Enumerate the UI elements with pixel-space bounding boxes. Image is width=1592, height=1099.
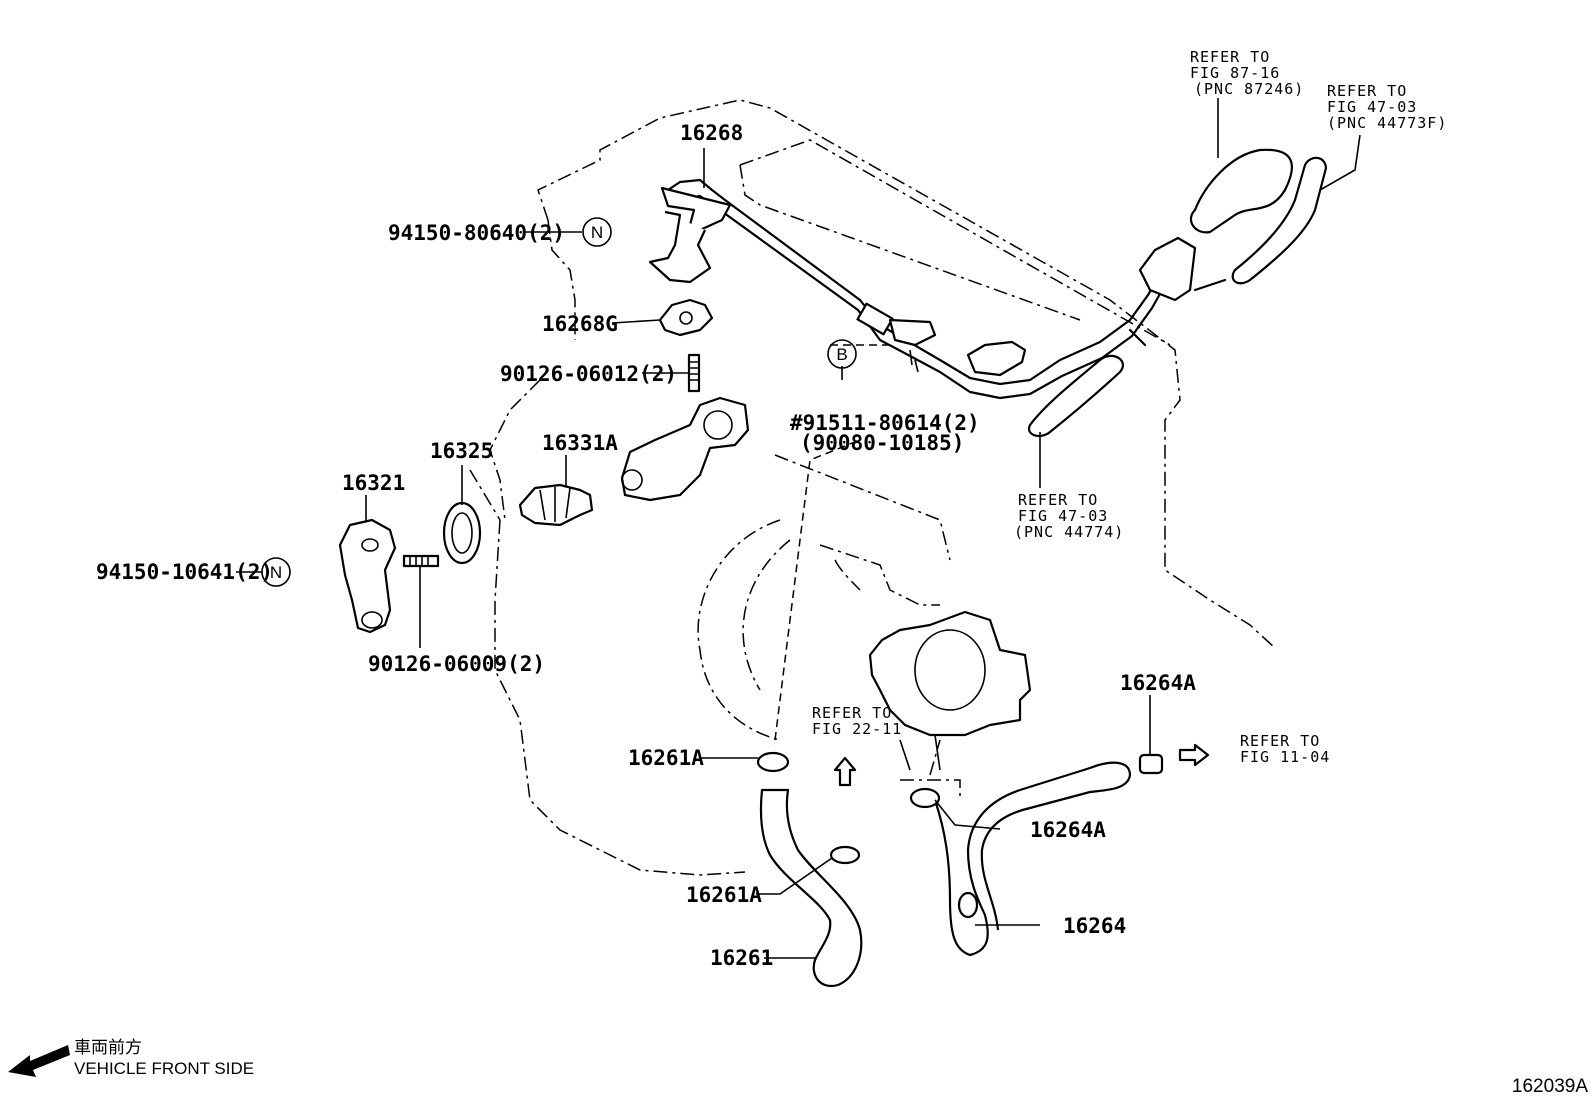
water-bypass-pipe[interactable] xyxy=(648,178,1227,400)
stud-bolt-lower[interactable] xyxy=(402,554,440,568)
hose-16261[interactable] xyxy=(759,788,863,988)
leader-lines xyxy=(236,98,1361,959)
svg-text:N: N xyxy=(591,223,603,242)
throttle-body xyxy=(868,610,1032,771)
svg-text:(PNC 44774): (PNC 44774) xyxy=(1014,523,1124,541)
svg-text:REFER TO: REFER TO xyxy=(1240,732,1320,750)
part-label-16261a-lower[interactable]: 16261A xyxy=(686,883,762,907)
part-label-16325[interactable]: 16325 xyxy=(430,439,493,463)
upper-hoses[interactable] xyxy=(1027,148,1328,438)
svg-text:FIG 11-04: FIG 11-04 xyxy=(1240,748,1330,766)
svg-text:REFER TO: REFER TO xyxy=(1018,491,1098,509)
clamp-16261a-upper[interactable] xyxy=(756,751,790,773)
svg-text:FIG 22-11: FIG 22-11 xyxy=(812,720,902,738)
arrow-up-icon xyxy=(833,756,857,787)
stud-bolt-upper[interactable] xyxy=(687,353,701,393)
engine-outline xyxy=(469,99,1276,876)
part-label-16331a[interactable]: 16331A xyxy=(542,431,618,455)
part-label-16261a-upper[interactable]: 16261A xyxy=(628,746,704,770)
part-label-90126-06009[interactable]: 90126-06009(2) xyxy=(368,652,545,676)
marker-n-upper: N xyxy=(582,217,612,247)
thermostat[interactable] xyxy=(518,483,594,527)
part-label-90126-06012[interactable]: 90126-06012(2) xyxy=(500,362,677,386)
ref-fig-47-03-b[interactable]: REFER TO FIG 47-03 (PNC 44774) xyxy=(1014,491,1124,541)
part-label-16264a-upper[interactable]: 16264A xyxy=(1120,671,1196,695)
svg-text:FIG 47-03: FIG 47-03 xyxy=(1018,507,1108,525)
marker-n-lower: N xyxy=(261,557,291,587)
clamp-16261a-lower[interactable] xyxy=(829,845,861,865)
thermostat-gasket[interactable] xyxy=(442,501,482,565)
part-label-90080-10185[interactable]: (90080-10185) xyxy=(800,431,964,455)
ref-fig-11-04[interactable]: REFER TO FIG 11-04 xyxy=(1240,732,1330,766)
clamp-16264a-right[interactable] xyxy=(1138,753,1164,775)
part-label-16264[interactable]: 16264 xyxy=(1063,914,1126,938)
svg-text:REFER TO: REFER TO xyxy=(812,704,892,722)
part-label-94150-10641[interactable]: 94150-10641(2) xyxy=(96,560,273,584)
gasket-16268g[interactable] xyxy=(658,298,714,337)
part-label-91511-80614[interactable]: #91511-80614(2) xyxy=(790,411,980,435)
arrow-left-icon xyxy=(8,1045,70,1077)
oil-filler-cap xyxy=(966,340,1027,377)
svg-text:(PNC 87246): (PNC 87246) xyxy=(1194,80,1304,98)
ref-fig-87-16[interactable]: REFER TO FIG 87-16 (PNC 87246) xyxy=(1190,48,1304,98)
water-inlet-housing[interactable] xyxy=(620,396,750,502)
figure-id: 162039A xyxy=(1512,1076,1588,1097)
water-outlet[interactable] xyxy=(338,518,397,634)
svg-text:FIG 47-03: FIG 47-03 xyxy=(1327,98,1417,116)
clamp-16264a-mid[interactable] xyxy=(909,787,941,809)
part-label-16261[interactable]: 16261 xyxy=(710,946,773,970)
vehicle-front-label-en: VEHICLE FRONT SIDE xyxy=(74,1059,254,1078)
ref-fig-22-11[interactable]: REFER TO FIG 22-11 xyxy=(812,704,902,738)
part-label-16264a-mid[interactable]: 16264A xyxy=(1030,818,1106,842)
arrow-right-icon xyxy=(1178,743,1210,767)
marker-b: B xyxy=(827,339,857,369)
ref-fig-47-03-a[interactable]: REFER TO FIG 47-03 (PNC 44773F) xyxy=(1327,82,1447,132)
svg-text:N: N xyxy=(270,563,282,582)
part-label-16321[interactable]: 16321 xyxy=(342,471,405,495)
part-label-16268[interactable]: 16268 xyxy=(680,121,743,145)
hose-nipple xyxy=(909,349,919,373)
svg-text:FIG 87-16: FIG 87-16 xyxy=(1190,64,1280,82)
vehicle-front-label-jp: 車両前方 xyxy=(74,1038,142,1057)
svg-text:REFER TO: REFER TO xyxy=(1327,82,1407,100)
svg-text:REFER TO: REFER TO xyxy=(1190,48,1270,66)
hose-16264[interactable] xyxy=(933,761,1132,957)
part-label-16268g[interactable]: 16268G xyxy=(542,312,618,336)
part-label-94150-80640[interactable]: 94150-80640(2) xyxy=(388,221,565,245)
svg-text:(PNC 44773F): (PNC 44773F) xyxy=(1327,114,1447,132)
clamp-16264-end[interactable] xyxy=(957,891,979,919)
svg-text:B: B xyxy=(836,345,847,364)
